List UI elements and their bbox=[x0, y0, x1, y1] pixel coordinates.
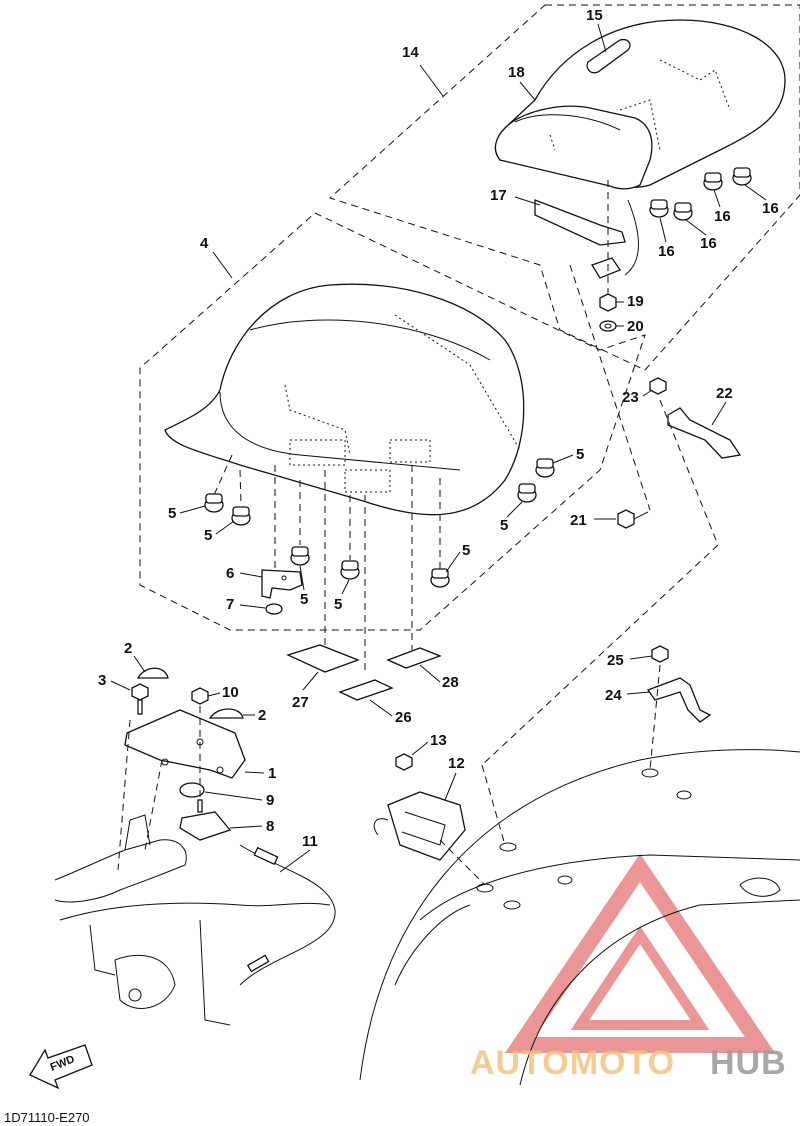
pad-26 bbox=[338, 679, 394, 701]
damper-16b bbox=[673, 202, 693, 221]
damper-16a bbox=[649, 199, 669, 218]
callout-18: 18 bbox=[508, 64, 525, 81]
callout-26: 26 bbox=[395, 709, 412, 726]
damper-5e bbox=[430, 568, 450, 588]
callout-4: 4 bbox=[200, 235, 209, 252]
callout-5c: 5 bbox=[300, 591, 308, 608]
bolt-21 bbox=[617, 509, 649, 529]
damper-5f bbox=[517, 483, 537, 503]
callout-10: 10 bbox=[222, 684, 239, 701]
rear-bracket bbox=[534, 199, 639, 279]
callout-16c: 16 bbox=[714, 208, 731, 225]
callout-3: 3 bbox=[98, 672, 106, 689]
callout-2a: 2 bbox=[124, 640, 132, 657]
cap-2a bbox=[136, 667, 169, 679]
callout-1: 1 bbox=[268, 765, 276, 782]
callout-5g: 5 bbox=[576, 446, 584, 463]
callout-19: 19 bbox=[627, 293, 644, 310]
callout-15: 15 bbox=[586, 7, 603, 24]
plate-9 bbox=[179, 782, 205, 798]
seat-cable bbox=[239, 844, 336, 986]
callout-16a: 16 bbox=[658, 243, 675, 260]
seat-lock bbox=[373, 791, 466, 861]
callout-16d: 16 bbox=[762, 200, 779, 217]
callout-labels: 1 2 2 3 4 5 5 5 5 5 5 5 6 7 8 9 10 11 12 bbox=[98, 7, 779, 873]
callout-11: 11 bbox=[302, 833, 318, 850]
bolt-23 bbox=[649, 377, 667, 395]
callout-27: 27 bbox=[292, 694, 309, 711]
callout-9: 9 bbox=[266, 792, 274, 809]
fwd-arrow-icon: FWD bbox=[29, 1044, 93, 1090]
grab-strap bbox=[586, 38, 631, 74]
nut-10 bbox=[191, 687, 209, 705]
callout-8: 8 bbox=[266, 818, 274, 835]
callout-13: 13 bbox=[430, 732, 447, 749]
watermark-logo bbox=[504, 853, 776, 1053]
damper-5d bbox=[340, 560, 360, 580]
callout-5b: 5 bbox=[204, 527, 212, 544]
nut-19 bbox=[599, 293, 617, 312]
drawing-code: 1D71110-E270 bbox=[4, 1110, 90, 1125]
callout-5d: 5 bbox=[334, 596, 342, 613]
damper-5g bbox=[535, 458, 555, 478]
callout-14: 14 bbox=[402, 44, 419, 61]
callout-17: 17 bbox=[490, 187, 507, 204]
bolt-3 bbox=[131, 683, 149, 715]
latch-8 bbox=[179, 799, 232, 841]
pad-27 bbox=[286, 644, 360, 673]
watermark-part2: HUB bbox=[710, 1044, 787, 1082]
callout-5f: 5 bbox=[500, 517, 508, 534]
watermark-part1: AUTOMOTO bbox=[470, 1044, 675, 1082]
washer-20 bbox=[599, 320, 617, 332]
watermark-text: AUTOMOTO HUB bbox=[470, 1044, 787, 1082]
hinge-bracket bbox=[124, 709, 246, 779]
callout-2b: 2 bbox=[258, 707, 266, 724]
damper-16c bbox=[703, 172, 723, 191]
damper-5b bbox=[231, 506, 251, 526]
damper-5c bbox=[290, 546, 310, 566]
bracket-6 bbox=[261, 569, 303, 599]
damper-5a bbox=[204, 493, 224, 513]
callout-7: 7 bbox=[226, 596, 234, 613]
callout-25: 25 bbox=[607, 652, 624, 669]
bolt-13 bbox=[395, 753, 413, 771]
callout-21: 21 bbox=[570, 512, 587, 529]
callout-20: 20 bbox=[627, 318, 644, 335]
screw-7 bbox=[265, 603, 283, 615]
callout-23: 23 bbox=[622, 389, 639, 406]
callout-24: 24 bbox=[605, 687, 622, 704]
rear-seat bbox=[494, 19, 786, 190]
bolt-25 bbox=[651, 645, 669, 663]
stay-24 bbox=[646, 677, 712, 723]
pad-28 bbox=[386, 647, 442, 669]
rear-fender bbox=[359, 749, 800, 1086]
front-seat bbox=[164, 283, 525, 516]
callout-5e: 5 bbox=[462, 542, 470, 559]
frame-section bbox=[54, 814, 331, 1026]
callout-28: 28 bbox=[442, 674, 459, 691]
callout-22: 22 bbox=[716, 385, 733, 402]
callout-5a: 5 bbox=[168, 505, 176, 522]
cap-2b bbox=[208, 708, 244, 719]
callout-6: 6 bbox=[226, 565, 234, 582]
stay-22 bbox=[667, 407, 742, 459]
callout-12: 12 bbox=[448, 755, 465, 772]
callout-16b: 16 bbox=[700, 235, 717, 252]
group-4-boundary bbox=[139, 212, 646, 631]
group-14-boundary bbox=[329, 4, 800, 371]
damper-16d bbox=[732, 167, 752, 186]
